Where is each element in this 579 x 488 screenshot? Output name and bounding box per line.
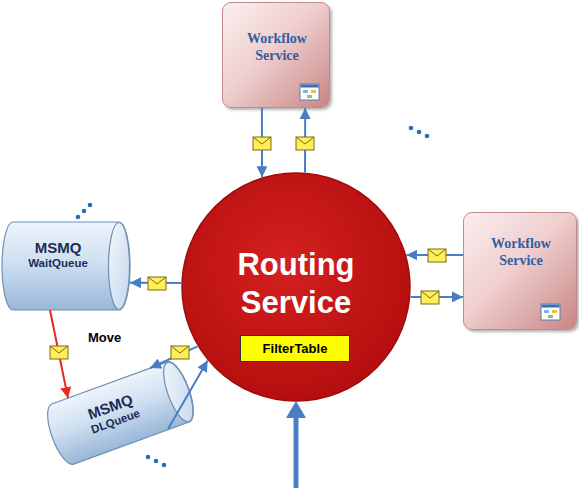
message-envelope <box>428 249 446 262</box>
workflow-service-box: Workflow Service <box>463 212 577 330</box>
node-title: Workflow Service <box>480 235 562 269</box>
node-subtitle: WaitQueue <box>8 256 108 270</box>
node-title: Routing Service <box>216 246 376 322</box>
input-arrow-shaft <box>294 416 299 488</box>
connector-arrow <box>130 282 181 284</box>
connector-arrow <box>50 310 68 398</box>
connector-arrow <box>411 296 463 298</box>
dot <box>417 130 422 135</box>
connector-arrow <box>168 361 208 429</box>
dot <box>425 134 430 139</box>
dot <box>409 126 414 131</box>
dot <box>162 463 167 468</box>
message-envelope <box>50 346 68 359</box>
connector-arrow <box>406 254 463 256</box>
workflow-service-box: Workflow Service <box>222 2 330 108</box>
dot <box>76 215 81 220</box>
dot <box>88 203 93 208</box>
node-title: MSMQ <box>8 239 108 256</box>
message-envelope <box>296 137 314 150</box>
dot <box>146 455 151 460</box>
message-envelope <box>148 277 166 290</box>
cylinder-body <box>41 358 199 468</box>
connector-arrow <box>261 108 263 177</box>
edge-label: Move <box>88 330 121 345</box>
workflow-icon <box>300 84 319 100</box>
routing-service-circle: Routing ServiceFilterTable <box>181 172 411 402</box>
workflow-icon <box>541 304 560 320</box>
cylinder-body <box>2 222 130 310</box>
wait-queue-cylinder: MSMQWaitQueue <box>2 222 130 310</box>
connector-arrow <box>150 346 197 368</box>
message-envelope <box>253 137 271 150</box>
message-envelope <box>171 346 189 359</box>
filter-table-box: FilterTable <box>240 335 350 362</box>
circle-fill <box>182 173 410 401</box>
node-title: FilterTable <box>241 336 349 361</box>
dead-letter-queue-cylinder: MSMQDLQueue <box>41 358 199 468</box>
dot <box>154 459 159 464</box>
cylinder-cap <box>157 359 198 425</box>
node-title: Workflow Service <box>236 30 318 64</box>
connector-arrow <box>304 108 306 172</box>
cylinder-cap <box>109 223 130 310</box>
message-envelope <box>421 291 439 304</box>
input-arrow-head <box>286 401 306 418</box>
dot <box>82 209 87 214</box>
input-arrow <box>286 401 306 488</box>
